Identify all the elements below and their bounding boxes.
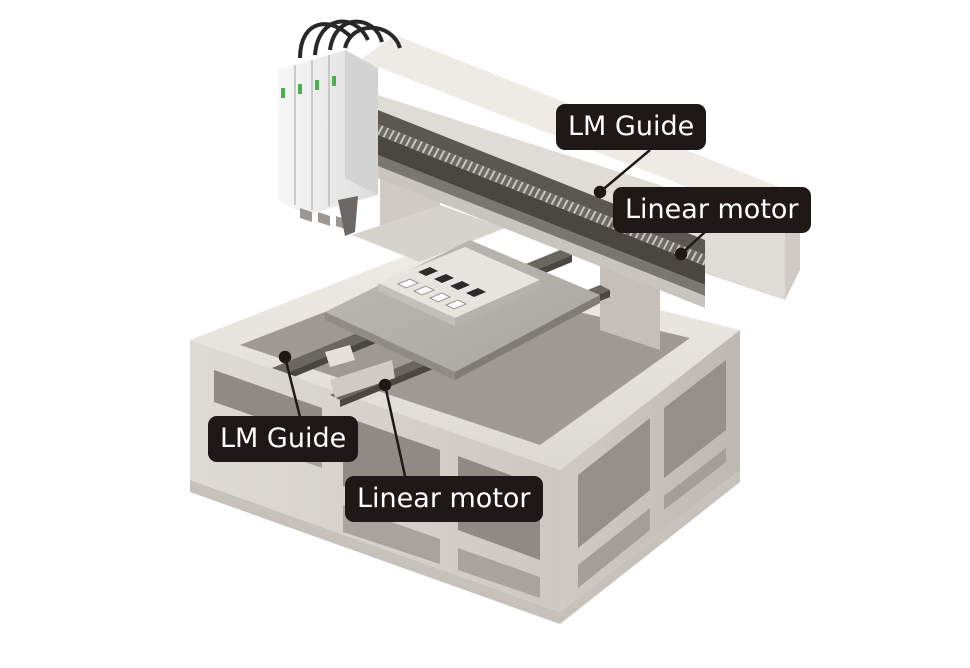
label-lm-guide-bottom: LM Guide xyxy=(208,416,359,462)
leader-linear-motor-bottom xyxy=(383,384,407,477)
label-linear-motor-top: Linear motor xyxy=(613,187,811,233)
leader-lines xyxy=(278,149,706,477)
leader-dot-linear-motor-top xyxy=(674,247,688,261)
work-table xyxy=(325,240,600,380)
label-linear-motor-bottom: Linear motor xyxy=(345,476,543,522)
leader-dot-lm-guide-top xyxy=(593,185,607,199)
dispensing-head xyxy=(278,19,402,236)
label-lm-guide-top: LM Guide xyxy=(556,104,707,150)
leader-dot-lm-guide-bottom xyxy=(278,350,292,364)
leader-lm-guide-top xyxy=(599,149,651,193)
leader-dot-linear-motor-bottom xyxy=(378,378,392,392)
leader-lm-guide-bottom xyxy=(283,356,302,418)
